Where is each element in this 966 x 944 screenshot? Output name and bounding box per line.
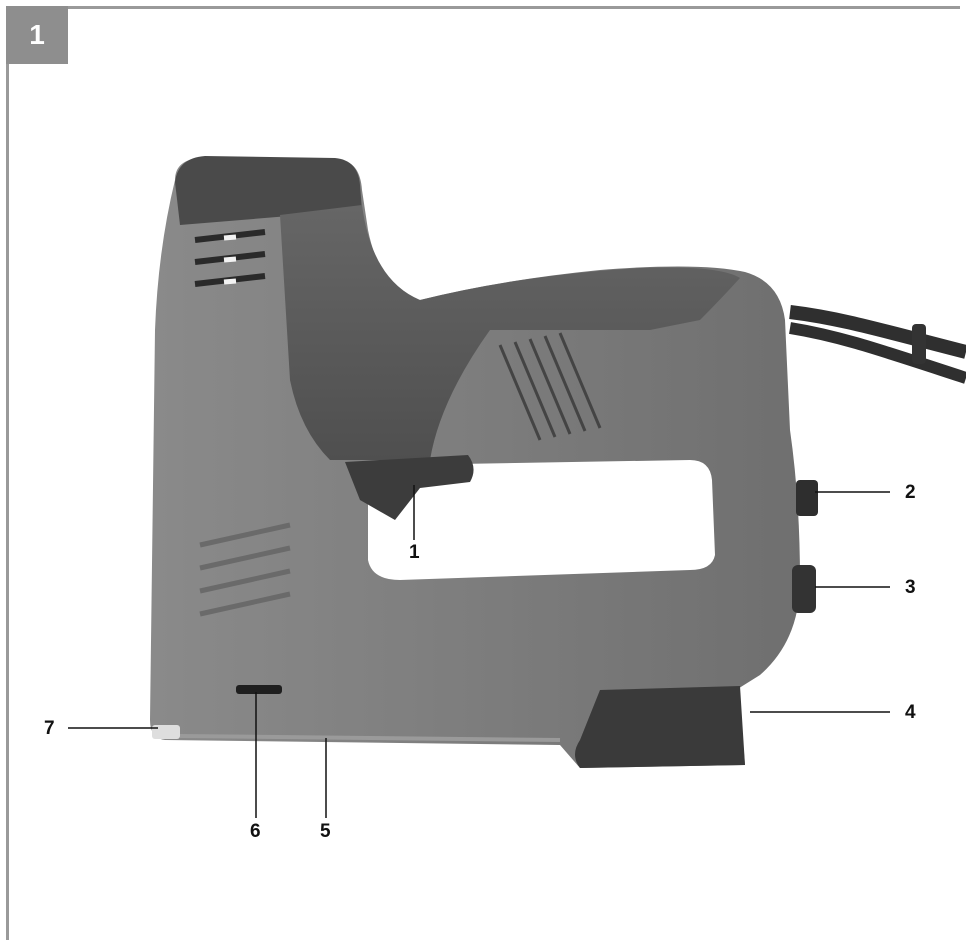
magazine-release xyxy=(575,686,745,768)
impact-regulator xyxy=(792,565,816,613)
callout-7-exit: 7 xyxy=(44,718,55,739)
fill-level-window xyxy=(236,685,282,694)
callout-2-switch: 2 xyxy=(905,482,916,503)
callout-1-trigger: 1 xyxy=(409,542,420,563)
grip-texture xyxy=(498,332,602,441)
top-cap xyxy=(175,156,362,225)
callout-lines xyxy=(68,485,890,818)
power-cord xyxy=(789,305,966,384)
callout-4-magazine: 4 xyxy=(905,702,916,723)
handle-opening xyxy=(368,460,715,580)
trigger xyxy=(345,455,474,520)
handle-grip xyxy=(280,205,740,460)
on-off-switch xyxy=(796,480,818,516)
figure-number-badge: 1 xyxy=(6,6,68,64)
figure-frame xyxy=(6,6,960,940)
staple-exit xyxy=(152,725,180,739)
front-ribs xyxy=(199,522,291,617)
callout-6-window: 6 xyxy=(250,821,261,842)
callout-3-regulator: 3 xyxy=(905,577,916,598)
callout-5-base: 5 xyxy=(320,821,331,842)
